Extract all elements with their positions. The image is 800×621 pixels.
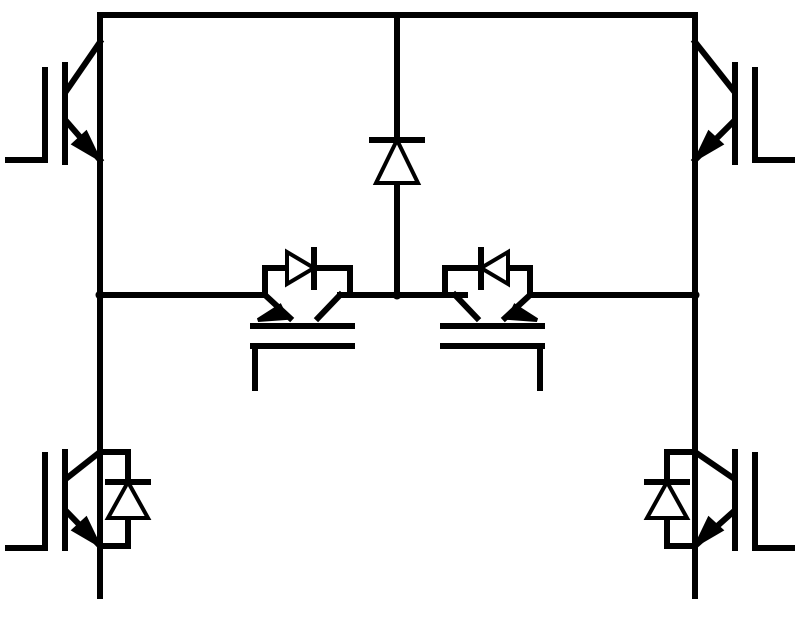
diode-center-top [369,135,425,185]
diode-icon [104,477,152,520]
igbt-bottom-left [5,447,152,551]
junction-dot [690,290,700,300]
collector-to-channel [313,290,345,323]
igbt-center-right [440,247,545,391]
junction-dot [95,290,105,300]
igbt-top-right [690,37,795,165]
gate-lead [5,452,48,551]
igbt-bottom-right [643,447,795,551]
diode-icon [477,248,510,288]
collector-lead [62,37,105,95]
collector-lead [690,447,738,483]
diode-icon [285,248,318,288]
diode-icon [643,477,691,520]
collector-lead [262,265,353,298]
igbt-top-left [5,37,105,165]
gate-lead [752,452,795,551]
emitter-arrow-icon [692,129,725,164]
emitter-arrow-icon [70,129,103,164]
collector-lead [62,447,105,483]
emitter-arrow-icon [692,515,725,550]
gate-lead [5,67,48,163]
gate-lead [752,67,795,163]
emitter-arrow-icon [505,303,539,322]
junctions [95,290,700,300]
junction-dot [392,290,402,300]
collector-lead [442,265,533,298]
wires [97,12,698,599]
igbt-center-left [250,247,355,391]
collector-to-channel [450,290,482,323]
collector-lead [690,37,738,95]
emitter-arrow-icon [256,303,290,322]
emitter-arrow-icon [70,515,103,550]
diode-icon [372,135,422,185]
